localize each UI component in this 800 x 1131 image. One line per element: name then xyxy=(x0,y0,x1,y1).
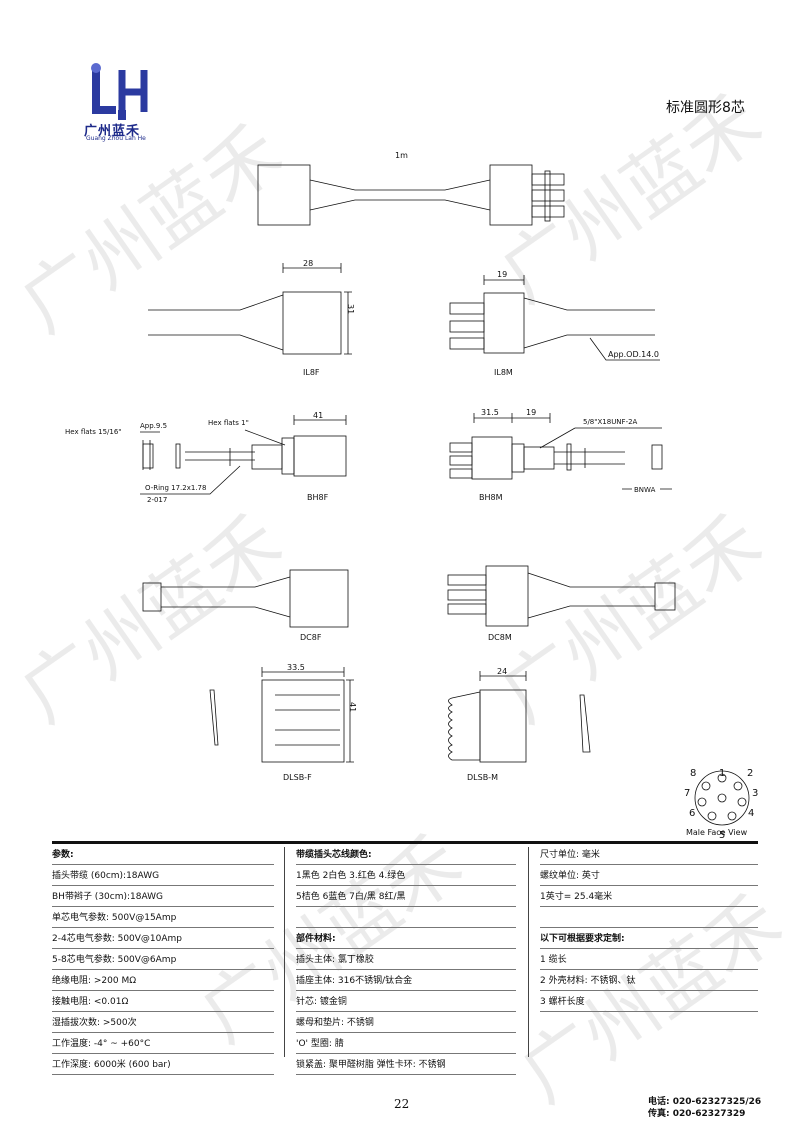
pin-face-view: 1 2 3 4 5 6 7 8 xyxy=(684,768,758,841)
param-row: 单芯电气参数: 500V@15Amp xyxy=(52,911,274,932)
dlsbf-width: 33.5 xyxy=(287,663,305,672)
material-row: 插座主体: 316不锈钢/钛合金 xyxy=(296,974,516,995)
table-divider xyxy=(284,847,285,1057)
dlsbf-label: DLSB-F xyxy=(283,773,312,782)
dc8m-drawing: DC8M xyxy=(447,565,676,642)
material-row: 螺母和垫片: 不锈钢 xyxy=(296,1016,516,1037)
pin-3: 3 xyxy=(752,788,758,799)
connector-drawing: 1m 28 31 IL8F 19 App.OD.14.0 IL8M Hex fl… xyxy=(65,151,676,782)
param-row: 湿插拔次数: >500次 xyxy=(52,1016,274,1037)
bh8m-drawing: 31.5 19 5/8"X18UNF-2A BNWA BH8M xyxy=(449,408,672,502)
fax: 传真: 020-62327329 xyxy=(648,1109,746,1119)
dlsbf-drawing: 33.5 41 DLSB-F xyxy=(209,663,357,782)
logo-text: 广州蓝禾 xyxy=(84,124,141,139)
dlsbf-height: 41 xyxy=(348,702,357,712)
table-divider xyxy=(528,847,529,1057)
materials-header: 部件材料: xyxy=(296,932,516,953)
contact-info: 电话: 020-62327325/26 传真: 020-62327329 xyxy=(648,1096,761,1120)
blank-row xyxy=(296,911,516,932)
cable-assembly: 1m xyxy=(257,151,565,226)
bh8f-oring-code: 2-017 xyxy=(147,496,167,504)
bh8m-nut: BNWA xyxy=(634,486,656,494)
dc8f-label: DC8F xyxy=(300,633,322,642)
material-row: 针芯: 镀金铜 xyxy=(296,995,516,1016)
param-row: 工作深度: 6000米 (600 bar) xyxy=(52,1058,274,1079)
unit-row: 1英寸= 25.4毫米 xyxy=(540,890,758,911)
wire-color-row: 5桔色 6蓝色 7白/黑 8红/黑 xyxy=(296,890,516,911)
param-row: 绝缘电阻: >200 MΩ xyxy=(52,974,274,995)
blank-row xyxy=(540,911,758,932)
material-row: 'O' 型圈: 腈 xyxy=(296,1037,516,1058)
custom-header: 以下可根据要求定制: xyxy=(540,932,758,953)
il8m-label: IL8M xyxy=(494,368,513,377)
page-title: 标准圆形8芯 xyxy=(666,100,745,116)
bh8f-app: App.9.5 xyxy=(140,422,167,430)
page-number: 22 xyxy=(394,1097,410,1111)
pin-7: 7 xyxy=(684,788,690,799)
face-view-label: Male Face View xyxy=(686,828,748,837)
dc8m-label: DC8M xyxy=(488,633,512,642)
logo-subtext: Guang Zhou Lan He xyxy=(86,135,146,142)
parameters-column: 参数: 插头带缆 (60cm):18AWG BH带辫子 (30cm):18AWG… xyxy=(52,848,274,1079)
param-row: 2-4芯电气参数: 500V@10Amp xyxy=(52,932,274,953)
bh8f-drawing: Hex flats 15/16" App.9.5 Hex flats 1" 41… xyxy=(65,411,347,504)
wire-colors-header: 带缆插头芯线颜色: xyxy=(296,848,516,869)
bh8f-hex-flats: Hex flats 1" xyxy=(208,419,249,427)
bh8f-label: BH8F xyxy=(307,493,329,502)
il8m-width: 19 xyxy=(497,270,507,279)
pin-2: 2 xyxy=(747,768,753,779)
bh8m-dim2: 19 xyxy=(526,408,536,417)
wire-colors-column: 带缆插头芯线颜色: 1黑色 2白色 3.红色 4.绿色 5桔色 6蓝色 7白/黑… xyxy=(296,848,516,1079)
company-logo xyxy=(91,63,148,120)
bh8f-hex-nut: Hex flats 15/16" xyxy=(65,428,122,436)
units-column: 尺寸单位: 毫米 螺纹单位: 英寸 1英寸= 25.4毫米 以下可根据要求定制:… xyxy=(540,848,758,1016)
material-row: 插头主体: 氯丁橡胶 xyxy=(296,953,516,974)
pin-6: 6 xyxy=(689,808,695,819)
phone: 电话: 020-62327325/26 xyxy=(648,1097,762,1107)
bh8m-thread: 5/8"X18UNF-2A xyxy=(583,418,638,426)
param-row: 5-8芯电气参数: 500V@6Amp xyxy=(52,953,274,974)
il8f-drawing: 28 31 IL8F xyxy=(148,259,355,377)
il8m-od: App.OD.14.0 xyxy=(608,350,659,359)
bh8f-oring: O-Ring 17.2x1.78 xyxy=(145,484,206,492)
wire-color-row: 1黑色 2白色 3.红色 4.绿色 xyxy=(296,869,516,890)
dc8f-drawing: DC8F xyxy=(142,569,349,642)
pin-1: 1 xyxy=(719,768,725,779)
param-row: BH带辫子 (30cm):18AWG xyxy=(52,890,274,911)
il8m-drawing: 19 App.OD.14.0 IL8M xyxy=(449,270,660,377)
unit-row: 螺纹单位: 英寸 xyxy=(540,869,758,890)
dlsbm-label: DLSB-M xyxy=(467,773,498,782)
dlsbm-width: 24 xyxy=(497,667,507,676)
bh8m-label: BH8M xyxy=(479,493,503,502)
custom-row: 2 外壳材料: 不锈钢、钛 xyxy=(540,974,758,995)
dlsbm-drawing: 24 DLSB-M xyxy=(448,667,591,782)
param-row: 接触电阻: <0.01Ω xyxy=(52,995,274,1016)
custom-row: 1 缆长 xyxy=(540,953,758,974)
material-row: 锁紧盖: 聚甲醛树脂 弹性卡环: 不锈钢 xyxy=(296,1058,516,1079)
table-top-rule xyxy=(52,841,758,844)
il8f-height: 31 xyxy=(346,304,355,314)
parameters-header: 参数: xyxy=(52,848,274,869)
il8f-width: 28 xyxy=(303,259,313,268)
param-row: 工作温度: -4° ~ +60°C xyxy=(52,1037,274,1058)
il8f-label: IL8F xyxy=(303,368,320,377)
length-label: 1m xyxy=(395,151,408,160)
bh8m-dim1: 31.5 xyxy=(481,408,499,417)
unit-row: 尺寸单位: 毫米 xyxy=(540,848,758,869)
pin-8: 8 xyxy=(690,768,696,779)
bh8f-width: 41 xyxy=(313,411,323,420)
param-row: 插头带缆 (60cm):18AWG xyxy=(52,869,274,890)
custom-row: 3 螺杆长度 xyxy=(540,995,758,1016)
pin-5: 5 xyxy=(719,830,725,841)
pin-4: 4 xyxy=(748,808,754,819)
